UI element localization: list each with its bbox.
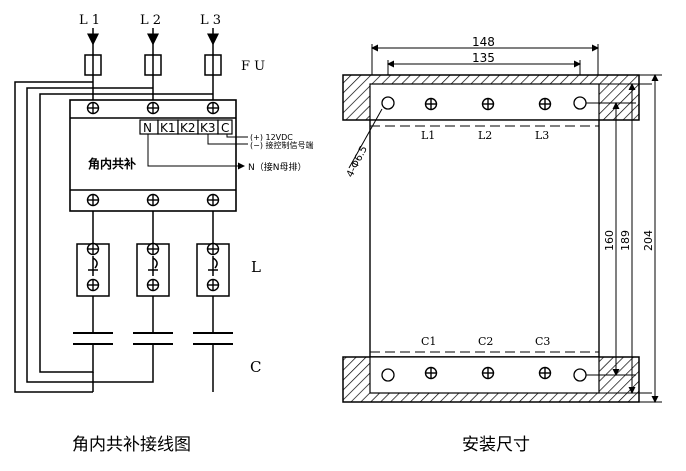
- terminal-k3: K3: [200, 121, 216, 135]
- wiring-diagram-caption: 角内共补接线图: [72, 435, 191, 455]
- terminal-n: N: [143, 121, 152, 135]
- mount-hole-br: [573, 368, 587, 382]
- note-n-busbar: N（接N母排）: [248, 161, 306, 173]
- dim-135: 135: [472, 51, 495, 65]
- terminal-c3: C3: [535, 335, 550, 348]
- fuse-label: F U: [241, 59, 265, 74]
- signal-terminals: N K1 K2 K3 C: [139, 119, 233, 135]
- terminal-c1: C1: [421, 335, 436, 348]
- mounting-drawing: 148 135 L1 L2 L3 C1 C2 C3 4-Φ6.5: [342, 35, 662, 403]
- terminal-c: C: [221, 121, 229, 135]
- phase-label-l3: L 3: [200, 13, 221, 28]
- terminal-l3: L3: [535, 129, 549, 142]
- mount-hole-tl: [381, 96, 395, 110]
- device-name: 角内共补: [88, 156, 136, 171]
- terminal-k2: K2: [180, 121, 196, 135]
- capacitor-label: C: [250, 358, 261, 376]
- loop-wire-outer: [14, 81, 93, 393]
- switch-label: L: [251, 258, 261, 276]
- hole-leader: [348, 108, 383, 169]
- note-minus-signal: (−) 接控制信号端: [250, 140, 314, 150]
- dim-204: 204: [642, 230, 655, 251]
- loop-wire-mid: [26, 87, 154, 383]
- note-plus-12vdc: (+) 12VDC: [250, 133, 293, 142]
- dim-148: 148: [472, 35, 495, 49]
- terminal-k1: K1: [160, 121, 176, 135]
- phase-label-l1: L 1: [79, 13, 100, 28]
- mount-hole-tr: [573, 96, 587, 110]
- dim-hole: 4-Φ6.5: [345, 144, 370, 179]
- wiring-diagram: L 1 L 2 L 3 F U: [14, 13, 314, 393]
- dim-160: 160: [603, 230, 616, 251]
- terminal-c2: C2: [478, 335, 493, 348]
- mounting-caption: 安装尺寸: [462, 435, 530, 455]
- switch-modules: [76, 242, 230, 297]
- capacitors: [73, 332, 233, 345]
- module-body: [369, 119, 600, 358]
- phase-label-l2: L 2: [140, 13, 161, 28]
- terminal-l2: L2: [478, 129, 492, 142]
- terminal-l1: L1: [421, 129, 435, 142]
- loop-wire-inner: [39, 93, 213, 373]
- mount-hole-bl: [381, 368, 395, 382]
- dim-189: 189: [619, 230, 632, 251]
